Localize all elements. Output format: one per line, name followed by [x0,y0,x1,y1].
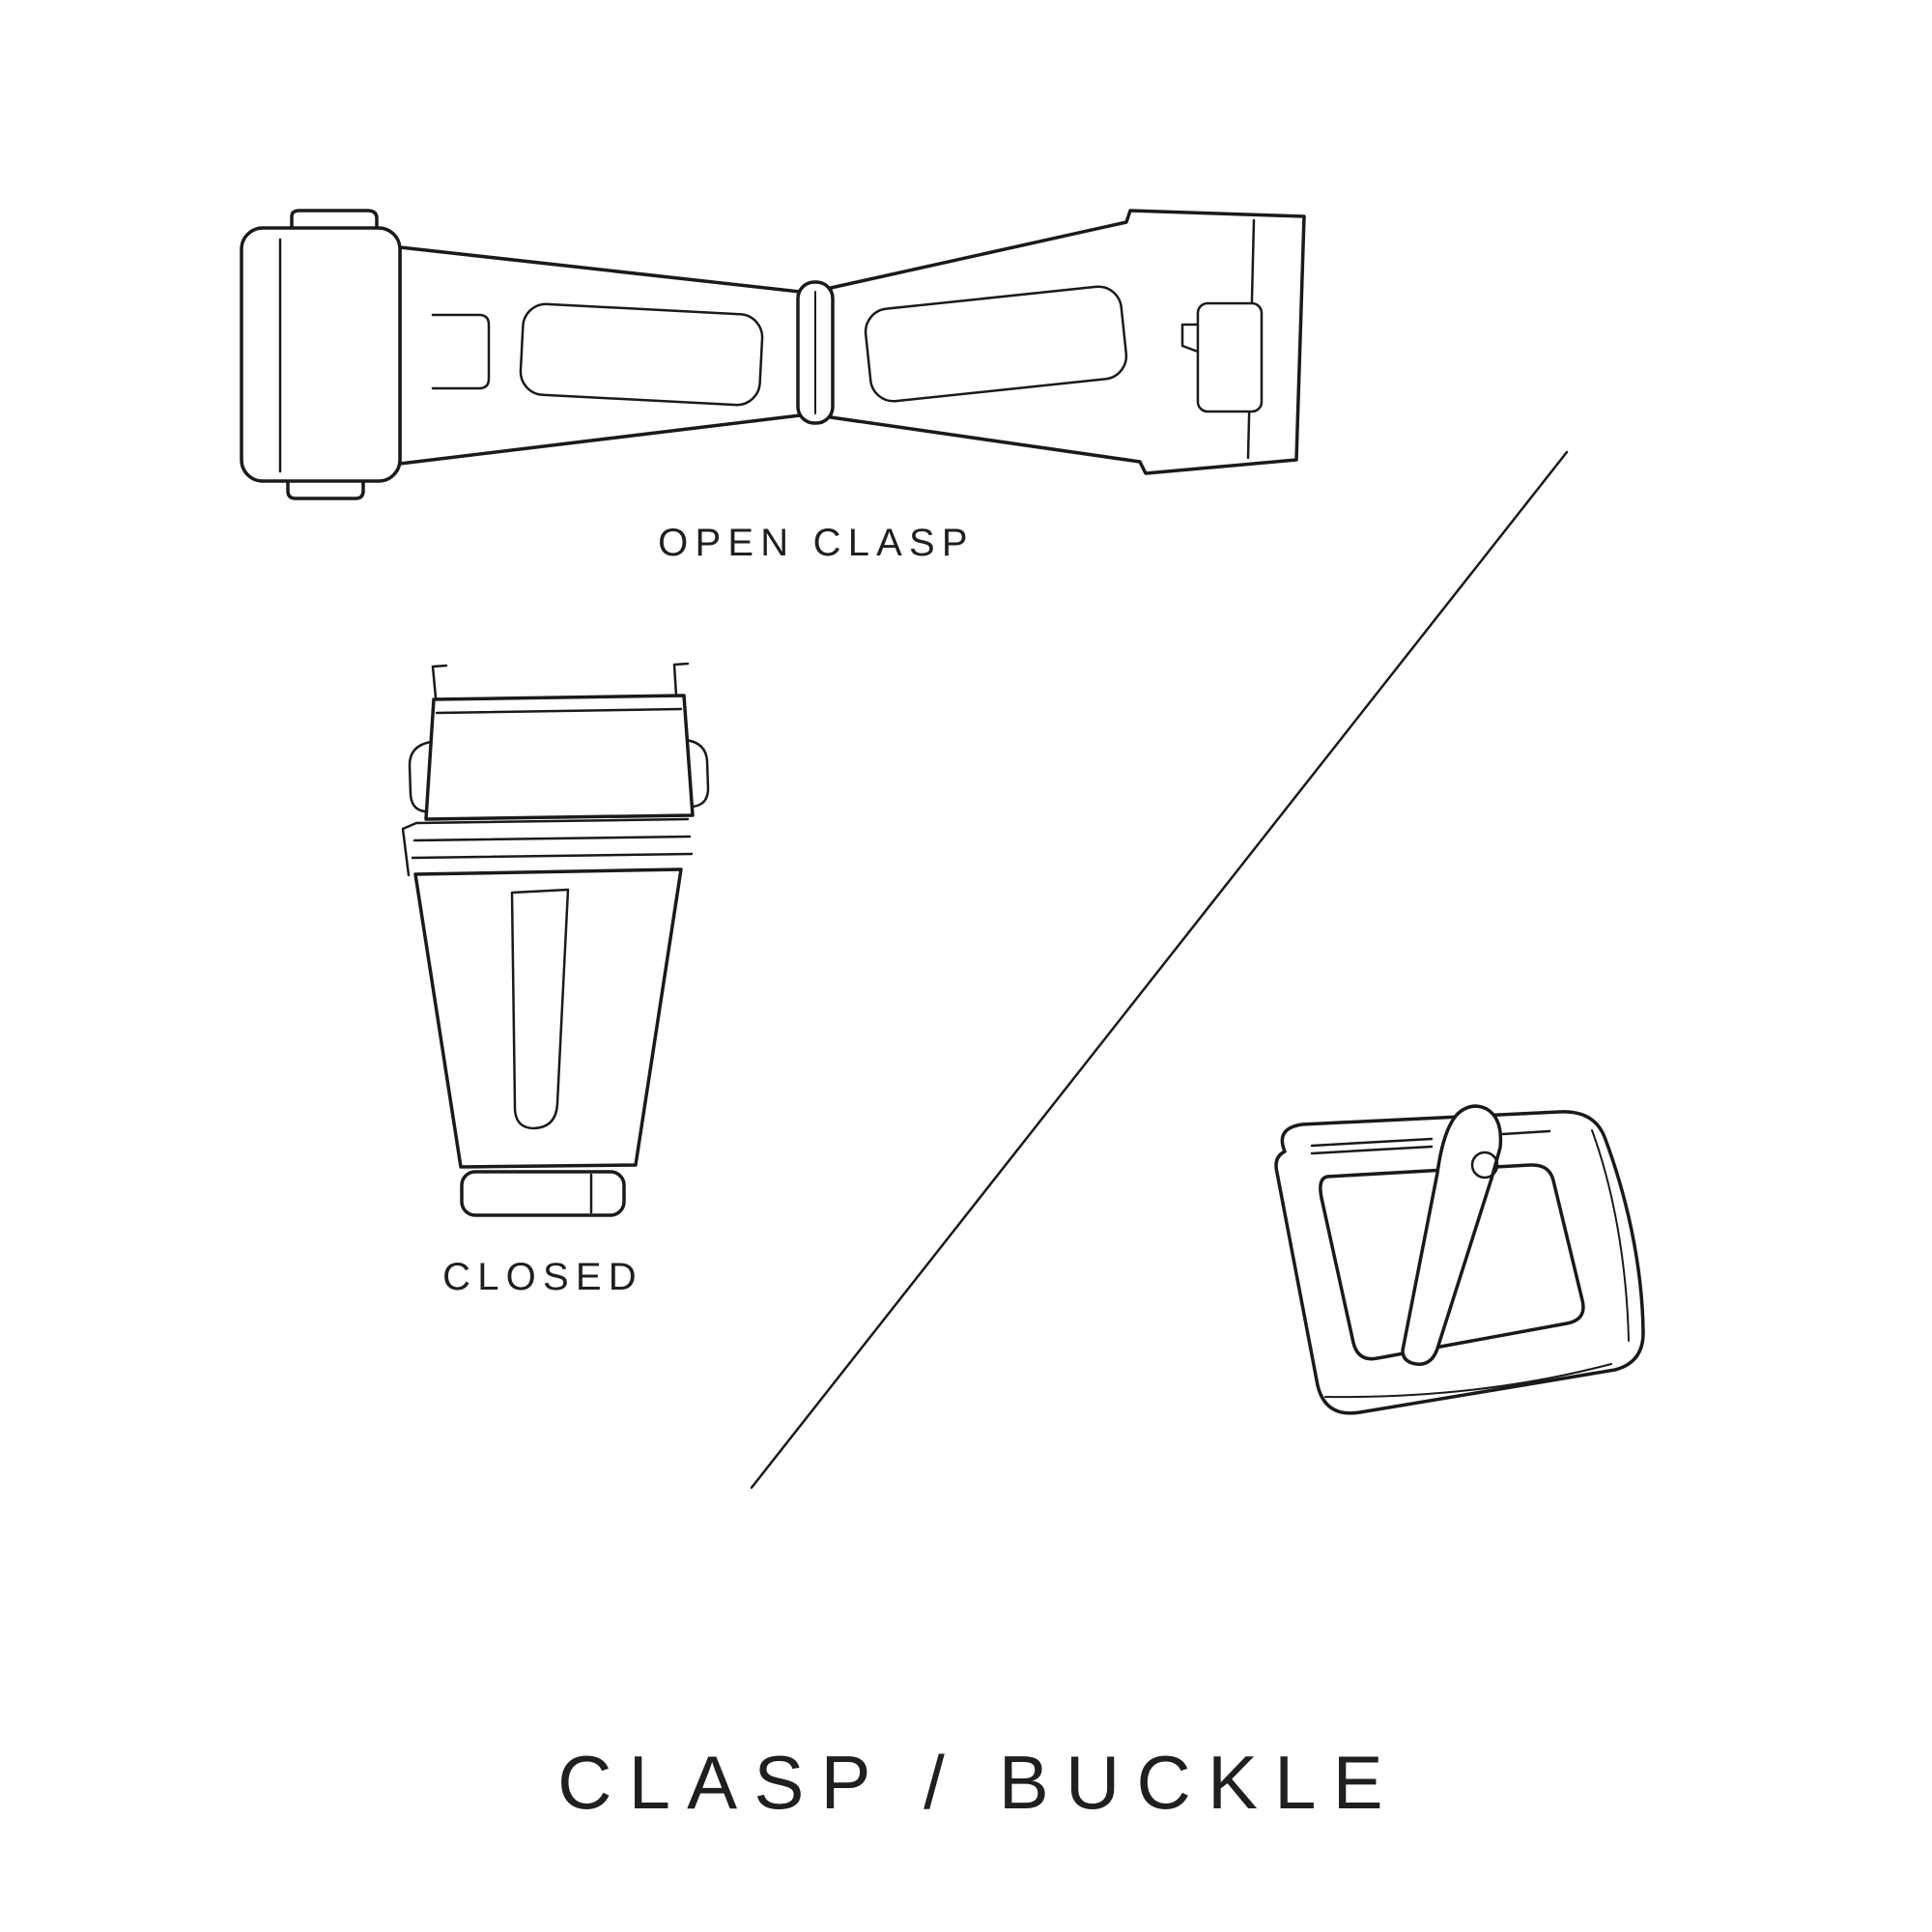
open-clasp-end-link-bottom-tab [286,479,365,500]
open-clasp-right-catch [1196,301,1264,413]
open-clasp-right-arm [829,209,1306,475]
closed-clasp-label: CLOSED [442,1256,643,1298]
open-clasp-left-arm [398,245,802,466]
buckle-right-bar-detail [1591,1129,1630,1342]
closed-clasp-band-line-2 [412,835,692,842]
closed-clasp-body-slot [510,888,570,1130]
buckle-spring-bar-left-top [1310,1137,1434,1148]
closed-clasp-right-prong [672,662,690,697]
page-title: CLASP / BUCKLE [557,1740,1400,1825]
buckle-bottom-detail [1324,1363,1612,1399]
closed-clasp-left-prong [431,664,448,699]
buckle-spring-bar-right [1501,1129,1551,1136]
buckle-tongue-hinge [1470,1151,1499,1179]
closed-clasp-band-line-3 [411,852,694,860]
open-clasp-end-link [240,226,402,483]
closed-clasp-cover-edge [435,707,683,715]
buckle-illustration [1274,1104,1645,1415]
diagonal-divider-line [750,450,1569,1490]
open-clasp-left-catch [431,313,491,390]
closed-clasp-cover [424,694,695,821]
closed-clasp-band-line-1 [414,817,690,825]
open-clasp-right-catch-tab [1180,323,1200,354]
open-clasp-right-slot [864,285,1128,403]
buckle-frame-inner [1319,1163,1585,1361]
buckle-tongue [1401,1104,1503,1366]
open-clasp-illustration [240,209,1306,500]
open-clasp-end-link-top-tab [290,209,379,230]
closed-clasp-body [413,867,683,1169]
open-clasp-left-slot [519,302,764,407]
closed-clasp-illustration [401,662,710,1217]
closed-clasp-bottom-bar [460,1170,626,1217]
buckle-spring-bar-left-bottom [1310,1145,1434,1155]
closed-clasp-band-tab [401,821,418,877]
open-clasp-label: OPEN CLASP [658,522,975,564]
